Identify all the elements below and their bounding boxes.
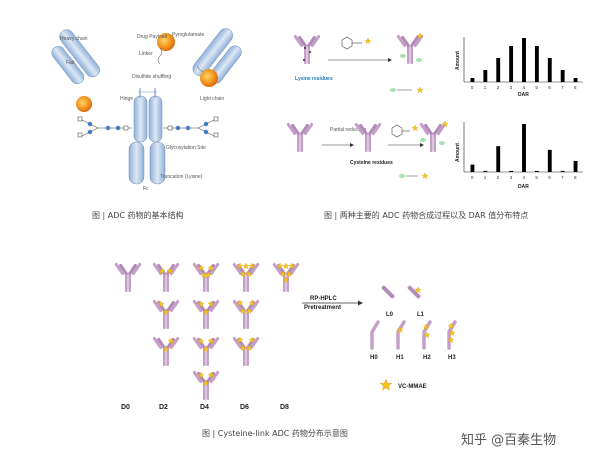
- caption-adc-structure: 图 | ADC 药物的基本结构: [92, 210, 184, 220]
- dar-chart-lysine: Amount DAR 0 1 2 3 4 5 6 7 8: [455, 37, 583, 98]
- chart1-xlabel: DAR: [518, 92, 529, 98]
- synthesis-diagram: Lysine residues Partial reduction Cystei…: [286, 32, 449, 179]
- chart2-ylabel: Amount: [455, 143, 461, 162]
- dar-tick-label: 0: [471, 175, 474, 180]
- label-d2: D2: [159, 404, 168, 411]
- heavy-chain-fragments: H0 H1 H2 H3: [370, 320, 457, 361]
- label-light-chain: Light chain: [200, 96, 224, 102]
- label-h2: H2: [423, 355, 431, 361]
- dar-tick-label: 5: [535, 175, 538, 180]
- label-lysine-residues: Lysine residues: [295, 76, 333, 82]
- dar-bar: [547, 58, 552, 82]
- linker-drug-molecule-2: [391, 124, 419, 138]
- label-linker: Linker: [139, 51, 153, 57]
- label-l0: L0: [386, 312, 394, 318]
- dar-tick-label: 4: [522, 85, 525, 90]
- label-fc: Fc: [143, 186, 149, 192]
- dar-bar: [509, 170, 514, 172]
- label-glycosylation: Glycosylation Site: [166, 145, 206, 151]
- label-d8: D8: [280, 404, 289, 411]
- dar-bar: [560, 170, 565, 172]
- fab-right-arm: [192, 28, 242, 84]
- label-pretreatment: Pretreatment: [304, 305, 341, 311]
- label-h3: H3: [448, 355, 456, 361]
- dar-tick-label: 6: [548, 85, 551, 90]
- dar-tick-label: 1: [484, 85, 487, 90]
- dar-chart-cysteine: Amount DAR 0 1 2 3 4 5 6 7 8: [455, 122, 583, 190]
- label-pyroglutamate: Pyroglutamate: [172, 32, 204, 38]
- label-h0: H0: [370, 355, 378, 361]
- adc-structure-diagram: Drug Payload Linker Pyroglutamate Disulf…: [51, 28, 242, 192]
- dar-tick-label: 2: [497, 175, 500, 180]
- side-product: [390, 86, 424, 93]
- dar-tick-label: 5: [535, 85, 538, 90]
- label-fab: Fab: [66, 60, 75, 66]
- label-hinge: Hinge: [120, 96, 133, 102]
- label-rp-hplc: RP-HPLC: [310, 296, 337, 302]
- dar-tick-label: 8: [574, 175, 577, 180]
- label-partial-reduction: Partial reduction: [330, 127, 366, 133]
- glycan-right: [163, 116, 219, 138]
- dar-bar: [560, 70, 565, 82]
- fab-left-arm: [51, 29, 100, 85]
- dar-tick-label: 0: [471, 85, 474, 90]
- linker-drug-molecule: [341, 36, 372, 50]
- dar-tick-label: 2: [497, 85, 500, 90]
- dar-tick-label: 7: [561, 175, 564, 180]
- dar-bar: [483, 70, 488, 82]
- drug-payload-orb: [76, 96, 92, 112]
- caption-synthesis: 图 | 两种主要的 ADC 药物合成过程以及 DAR 值分布特点: [324, 210, 528, 220]
- chart1-bars: 0 1 2 3 4 5 6 7 8: [470, 38, 578, 90]
- chart1-ylabel: Amount: [455, 51, 461, 70]
- dar-bar: [522, 124, 526, 172]
- dar-bar: [534, 46, 539, 82]
- dar-bar: [470, 78, 475, 82]
- label-cysteine-residues: Cysteine residues: [350, 160, 393, 166]
- label-l1: L1: [417, 312, 425, 318]
- dar-bar: [470, 164, 475, 172]
- legend-vc-mmae: VC-MMAE: [398, 384, 427, 390]
- label-truncation: Truncation (Lysine): [160, 174, 203, 180]
- light-chain-fragments: L0 L1: [381, 285, 425, 318]
- dar-bar: [573, 160, 578, 172]
- dar-bar: [547, 149, 552, 172]
- label-disulfide: Disulfide shuffling: [132, 74, 171, 80]
- dar-bar: [534, 170, 539, 172]
- label-d6: D6: [240, 404, 249, 411]
- dar-bar: [483, 170, 488, 172]
- chart2-xlabel: DAR: [518, 184, 529, 190]
- side-product-2: [399, 172, 429, 179]
- label-heavy-chain: Heavy chain: [60, 36, 88, 42]
- dar-tick-label: 8: [574, 85, 577, 90]
- dar-bar: [509, 46, 514, 82]
- watermark-text: 知乎 @百秦生物: [461, 432, 556, 448]
- label-h1: H1: [396, 355, 404, 361]
- label-drug-payload: Drug Payload: [137, 34, 168, 40]
- dar-tick-label: 7: [561, 85, 564, 90]
- dar-tick-label: 3: [510, 85, 513, 90]
- dar-bar: [496, 146, 501, 172]
- column-labels: D0 D2 D4 D6 D8: [121, 404, 289, 411]
- drug-payload-orb: [157, 33, 175, 51]
- dar-tick-label: 1: [484, 175, 487, 180]
- dar-tick-label: 4: [522, 175, 525, 180]
- cysteine-distribution-diagram: D0 D2 D4 D6 D8 RP-HPLC Pretreatment L0 L…: [114, 262, 457, 411]
- chart2-bars: 0 1 2 3 4 5 6 7 8: [470, 124, 578, 180]
- dar-bar: [573, 78, 578, 82]
- dar-bar: [522, 38, 526, 82]
- label-d0: D0: [121, 404, 130, 411]
- legend: VC-MMAE: [380, 379, 427, 391]
- glycan-left: [77, 116, 132, 138]
- dar-tick-label: 6: [548, 175, 551, 180]
- drug-payload-orb: [200, 69, 218, 87]
- dar-tick-label: 3: [510, 175, 513, 180]
- caption-cysteine: 图 | Cysteine-link ADC 药物分布示意图: [202, 428, 348, 438]
- dar-bar: [496, 58, 501, 82]
- label-d4: D4: [200, 404, 209, 411]
